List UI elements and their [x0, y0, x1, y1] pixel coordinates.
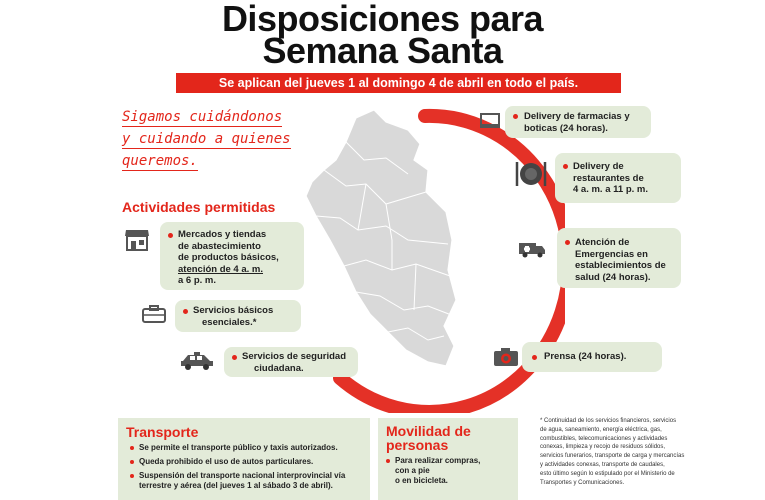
footnote-line: Transportes y Comunicaciones.: [540, 479, 625, 486]
bullet-dot: [183, 309, 188, 314]
emergency-line2: Emergencias en: [575, 248, 648, 260]
emergency-card: Atención de Emergencias en establecimien…: [557, 228, 681, 288]
footnote-line: de agua, saneamiento, energía eléctrica,…: [540, 426, 662, 433]
transport-box: Transporte Se permite el transporte públ…: [118, 418, 370, 500]
bullet-dot: [565, 240, 570, 245]
markets-card: Mercados y tiendas de abastecimiento de …: [160, 222, 304, 290]
bullet-dot: [130, 474, 134, 478]
transport-title: Transporte: [126, 424, 199, 440]
mobility-box: Movilidad de personas Para realizar comp…: [378, 418, 518, 500]
emergency-line1: Atención de: [575, 237, 630, 248]
bullet-dot: [130, 460, 134, 464]
footnote: * Continuidad de los servicios financier…: [540, 417, 690, 487]
red-arc: [333, 108, 565, 413]
security-line1: Servicios de seguridad: [242, 351, 347, 362]
transport-item-3-cont: terrestre y aérea (del jueves 1 al sábad…: [139, 481, 333, 490]
slogan-line1: Sigamos cuidándonos: [122, 109, 283, 127]
date-banner: Se aplican del jueves 1 al domingo 4 de …: [176, 73, 621, 93]
plate-cutlery-icon: [514, 160, 548, 188]
transport-item-1: Se permite el transporte público y taxis…: [139, 443, 338, 452]
ambulance-icon: [518, 240, 546, 258]
restaurants-line2: restaurantes de: [573, 172, 644, 184]
transport-item-2: Queda prohibido el uso de autos particul…: [139, 457, 314, 466]
slogan-line2: y cuidando a quienes: [122, 131, 291, 149]
markets-line1: Mercados y tiendas: [178, 229, 267, 240]
pharmacy-card: Delivery de farmacias y boticas (24 hora…: [505, 106, 651, 138]
basic-services-line1: Servicios básicos: [193, 305, 274, 316]
police-car-icon: [180, 352, 214, 370]
footnote-line: servicios funerarios, transporte de carg…: [540, 453, 685, 460]
footnote-line: y actividades conexas, transporte de cau…: [540, 461, 665, 468]
emergency-line3: establecimientos de: [575, 260, 666, 271]
footnote-line: * Continuidad de los servicios financier…: [540, 418, 677, 424]
bullet-dot: [386, 459, 390, 463]
page-title-line1: Disposiciones para: [221, 0, 544, 39]
press-card: Prensa (24 horas).: [522, 342, 662, 372]
transport-item-3: Suspensión del transporte nacional inter…: [139, 471, 346, 480]
pharmacy-line1: Delivery de farmacias y: [524, 111, 630, 122]
mobility-line1: Para realizar compras,: [395, 456, 481, 465]
footnote-line: combustibles, telecomunicaciones y activ…: [540, 435, 668, 442]
footnote-line: esto último según lo estipulado por el M…: [540, 470, 675, 477]
emergency-line4: salud (24 horas).: [575, 271, 651, 283]
security-line2: ciudadana.: [254, 362, 304, 374]
bullet-dot: [532, 355, 537, 360]
mobility-title-line2: personas: [386, 437, 449, 453]
markets-line3: de productos básicos,: [178, 252, 279, 263]
page-title-line2: Semana Santa: [262, 30, 503, 71]
markets-line2: de abastecimiento: [178, 240, 261, 252]
store-icon: [124, 228, 150, 252]
basic-services-line2: esenciales.*: [202, 316, 257, 328]
mobility-line2: con a pie: [395, 466, 430, 475]
briefcase-icon: [142, 305, 166, 323]
peru-map: [305, 109, 457, 367]
mobility-title-line1: Movilidad de: [386, 423, 471, 439]
security-card: Servicios de seguridad ciudadana.: [224, 347, 358, 377]
basic-services-card: Servicios básicos esenciales.*: [175, 300, 301, 332]
bullet-dot: [513, 114, 518, 119]
markets-line5: a 6 p. m.: [178, 275, 217, 286]
restaurants-line1: Delivery de: [573, 161, 624, 172]
bullet-dot: [232, 355, 237, 360]
laptop-icon: [480, 113, 500, 129]
bullet-dot: [130, 446, 134, 450]
slogan-line3: queremos.: [122, 153, 198, 171]
camera-icon: [493, 347, 519, 367]
markets-line4: atención de 4 a. m.: [178, 263, 263, 275]
mobility-line3: o en bicicleta.: [395, 476, 448, 485]
bullet-dot: [168, 233, 173, 238]
footnote-line: conexas, limpieza y recojo de residuos s…: [540, 444, 666, 451]
restaurants-line3: 4 a. m. a 11 p. m.: [573, 184, 648, 195]
activities-title: Actividades permitidas: [122, 199, 276, 215]
bullet-dot: [563, 164, 568, 169]
press-line1: Prensa (24 horas).: [544, 351, 627, 362]
restaurants-card: Delivery de restaurantes de 4 a. m. a 11…: [555, 153, 681, 203]
pharmacy-line2: boticas (24 horas).: [524, 122, 608, 134]
